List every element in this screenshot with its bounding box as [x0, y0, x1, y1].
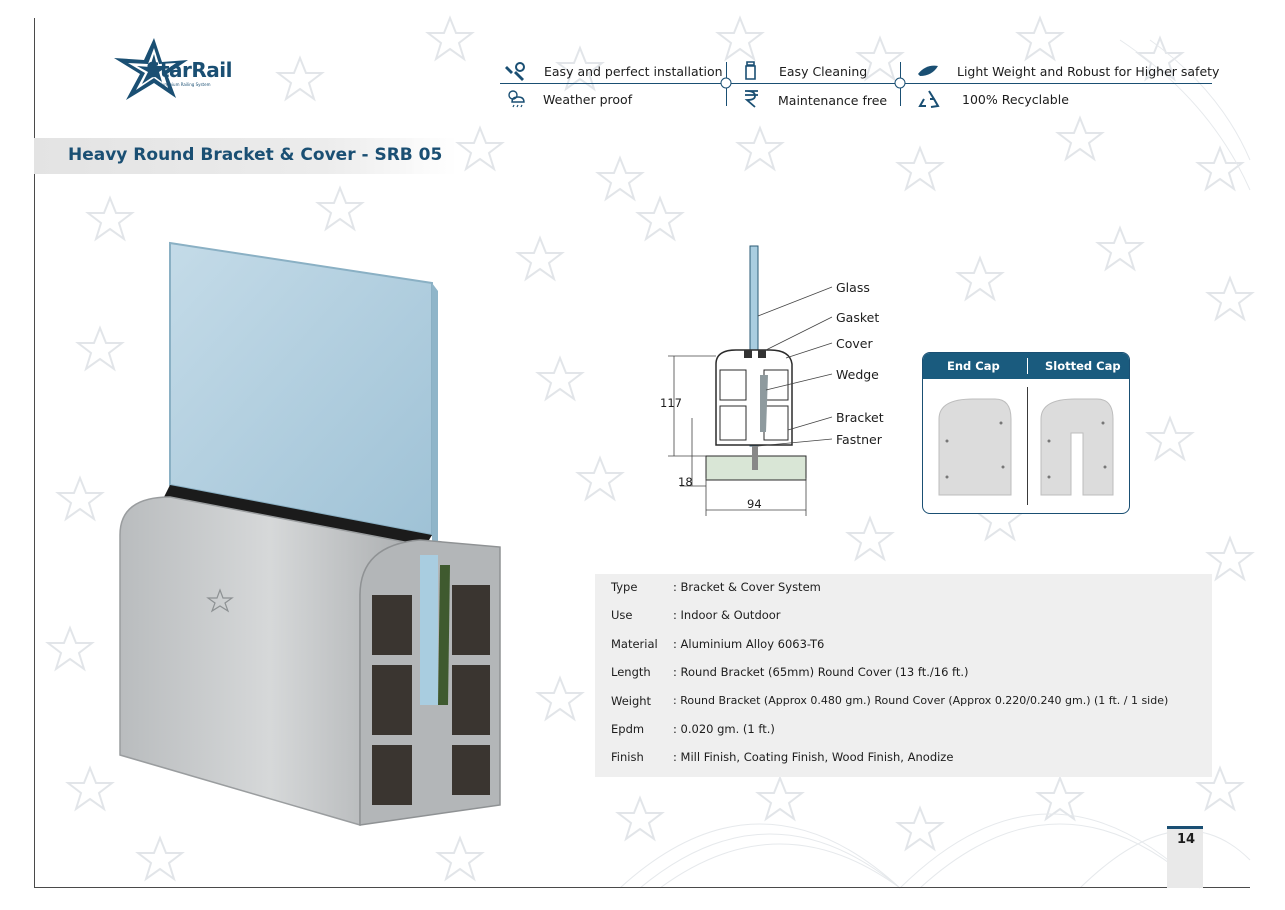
caps-header	[923, 353, 1129, 379]
spec-key: Use	[611, 608, 633, 622]
dimension-width: 94	[747, 497, 762, 511]
spec-key: Type	[611, 580, 638, 594]
spec-value: : Round Bracket (65mm) Round Cover (13 f…	[673, 665, 969, 679]
spec-value: : Bracket & Cover System	[673, 580, 821, 594]
diagram-label-cover: Cover	[836, 336, 873, 351]
feature-divider-horizontal	[500, 83, 1212, 84]
feature-easy-cleaning: Easy Cleaning	[779, 64, 868, 79]
spec-key: Weight	[611, 694, 652, 708]
slotted-cap-image	[1040, 398, 1114, 496]
frame-left-line	[34, 18, 35, 888]
feature-weather-proof: Weather proof	[543, 92, 633, 107]
caps-panel: End Cap Slotted Cap	[922, 352, 1130, 514]
diagram-label-fastner: Fastner	[836, 432, 882, 447]
spray-bottle-icon	[745, 61, 756, 80]
specifications-table: Type : Bracket & Cover System Use : Indo…	[595, 574, 1212, 777]
product-illustration	[119, 241, 501, 826]
caps-label-slotted-cap: Slotted Cap	[1045, 359, 1121, 373]
caps-divider	[1027, 387, 1028, 505]
diagram-label-glass: Glass	[836, 280, 870, 295]
dimension-base: 18	[678, 475, 693, 489]
frame-bottom-line	[34, 887, 1250, 888]
spec-value: : 0.020 gm. (1 ft.)	[673, 722, 775, 736]
page-number: 14	[1177, 832, 1196, 847]
feature-recyclable: 100% Recyclable	[962, 92, 1069, 107]
title-bar	[34, 138, 454, 174]
spec-value: : Indoor & Outdoor	[673, 608, 781, 622]
feather-icon	[918, 65, 938, 76]
cross-section-diagram	[668, 245, 833, 516]
spec-value: : Aluminium Alloy 6063-T6	[673, 637, 825, 651]
star-logo-icon	[114, 38, 188, 100]
tools-icon	[505, 62, 525, 81]
spec-key: Epdm	[611, 722, 645, 736]
brand-name: StarRail	[146, 58, 232, 82]
feature-easy-installation: Easy and perfect installation	[544, 64, 723, 79]
dimension-height: 117	[660, 396, 682, 410]
diagram-label-wedge: Wedge	[836, 367, 879, 382]
caps-label-end-cap: End Cap	[947, 359, 1000, 373]
spec-value: : Round Bracket (Approx 0.480 gm.) Round…	[673, 694, 1169, 707]
spec-key: Finish	[611, 750, 644, 764]
diagram-label-gasket: Gasket	[836, 310, 880, 325]
feature-maintenance-free: Maintenance free	[778, 93, 888, 108]
page-title: Heavy Round Bracket & Cover - SRB 05	[68, 145, 443, 165]
divider-node-icon	[894, 77, 906, 89]
caps-header-divider	[1027, 358, 1028, 374]
spec-key: Material	[611, 637, 658, 651]
feature-light-weight: Light Weight and Robust for Higher safet…	[957, 64, 1220, 79]
weather-icon	[508, 90, 525, 108]
diagram-label-bracket: Bracket	[836, 410, 884, 425]
rupee-icon	[744, 90, 758, 108]
spec-key: Length	[611, 665, 651, 679]
end-cap-image	[938, 398, 1012, 496]
page-number-accent	[1167, 826, 1203, 829]
brand-tagline: Aluminium Railing System	[158, 82, 211, 87]
spec-value: : Mill Finish, Coating Finish, Wood Fini…	[673, 750, 954, 764]
recycle-icon	[918, 90, 940, 108]
divider-node-icon	[720, 77, 732, 89]
page-number-box	[1167, 826, 1203, 888]
